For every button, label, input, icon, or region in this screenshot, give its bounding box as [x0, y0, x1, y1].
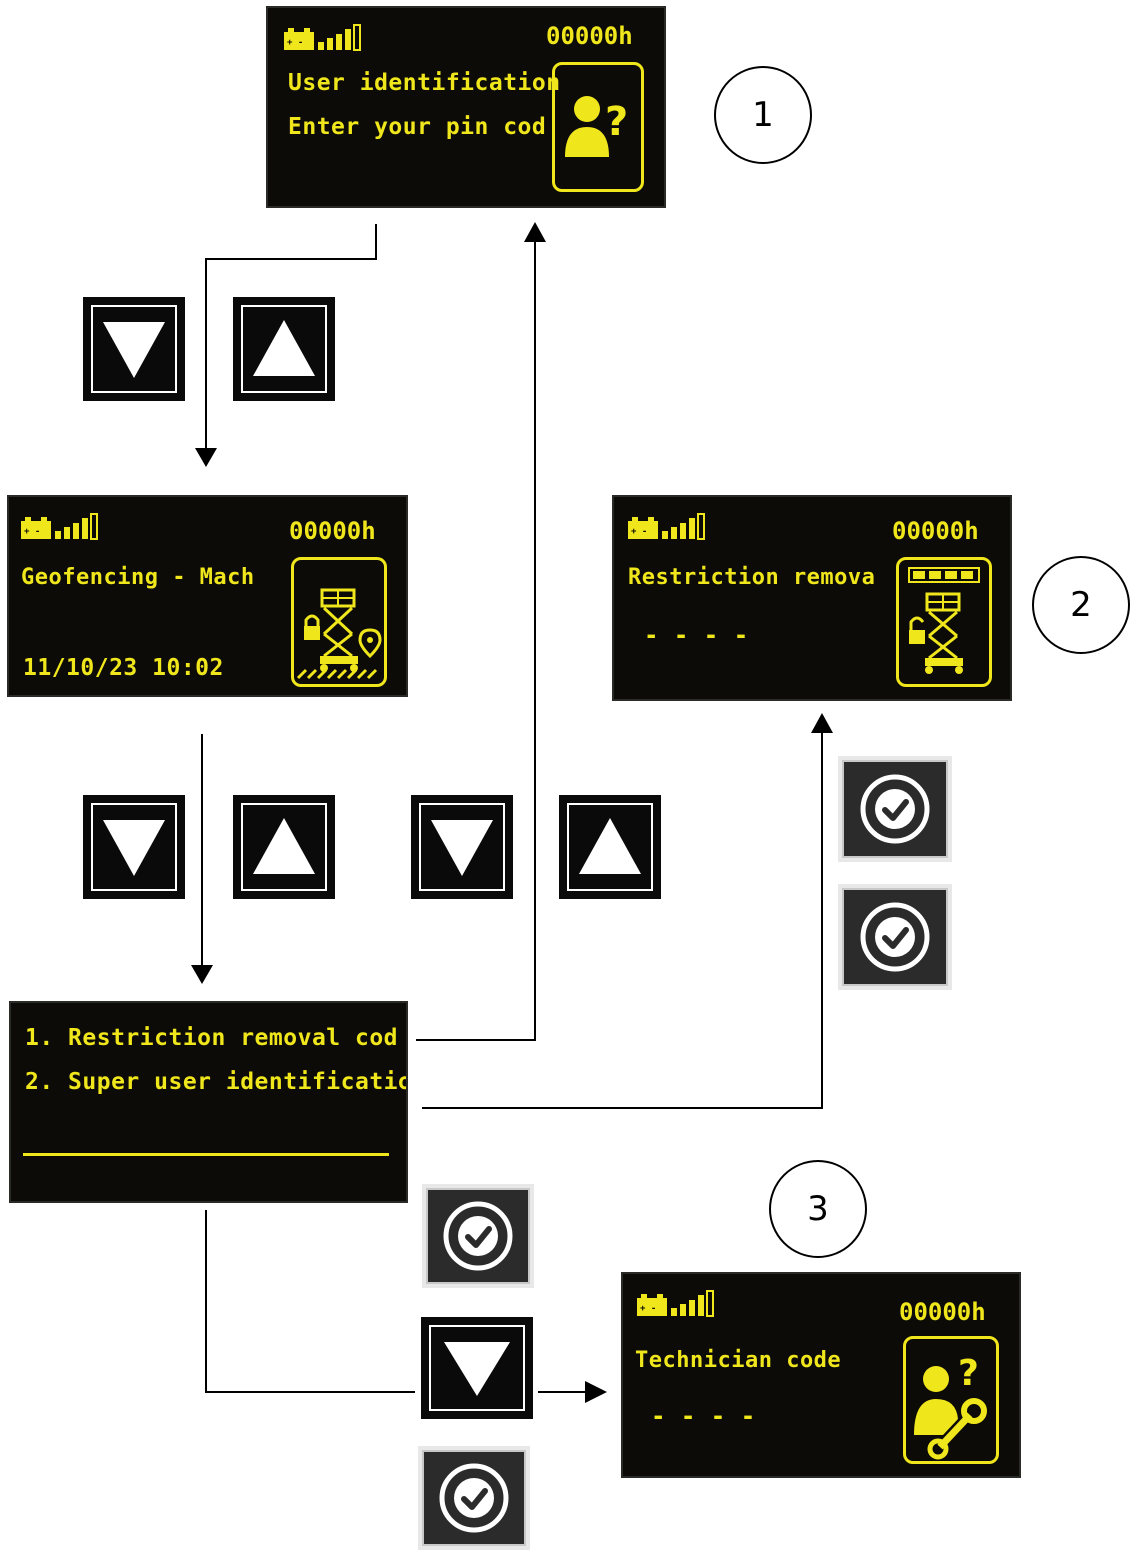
svg-text:?: ? [605, 99, 628, 145]
hour-meter: 00000h [289, 517, 376, 545]
down-arrow-button[interactable] [406, 790, 518, 904]
user-question-icon: ? [552, 62, 644, 192]
arrow-up-1 [524, 222, 546, 242]
ok-button[interactable] [418, 1446, 530, 1550]
code-entry: - - - - [644, 621, 749, 649]
up-arrow-button[interactable] [228, 790, 340, 904]
check-icon [860, 774, 930, 844]
arrow-down-2 [191, 965, 213, 984]
down-arrow-button[interactable] [78, 292, 190, 406]
hour-meter: 00000h [899, 1298, 986, 1326]
screen-line-1: User identification [288, 70, 561, 96]
hour-meter: 00000h [892, 517, 979, 545]
screen-restriction-removal: + - 00000h Restriction remova - - - - [612, 495, 1012, 701]
datetime: 11/10/23 10:02 [23, 655, 224, 681]
up-arrow-icon [579, 818, 641, 874]
battery-signal-icon: + - [21, 513, 98, 540]
battery-signal-icon: + - [637, 1290, 714, 1317]
screen-line-1: Geofencing - Mach [21, 565, 255, 590]
scissor-lift-unlock-icon [896, 557, 992, 687]
screen-line-2: Enter your pin cod [288, 114, 547, 140]
scissor-lift-geofence-icon [291, 557, 387, 687]
arrow-up-2 [811, 713, 833, 733]
down-arrow-icon [103, 820, 165, 876]
step-number-2: 2 [1032, 556, 1130, 654]
technician-wrench-icon: ? [903, 1336, 999, 1464]
svg-text:+ -: + - [287, 38, 303, 48]
down-arrow-button[interactable] [78, 790, 190, 904]
screen-menu: 1. Restriction removal cod 2. Super user… [9, 1001, 408, 1203]
arrow-right-1 [585, 1381, 607, 1403]
svg-text:?: ? [958, 1353, 979, 1394]
screen-user-identification: + - 00000h User identification Enter you… [266, 6, 666, 208]
up-arrow-button[interactable] [554, 790, 666, 904]
ok-button[interactable] [422, 1184, 534, 1288]
step-number-3: 3 [769, 1160, 867, 1258]
up-arrow-button[interactable] [228, 292, 340, 406]
screen-line-1: Restriction remova [628, 565, 876, 590]
menu-item-restriction-removal[interactable]: 1. Restriction removal cod [25, 1025, 399, 1051]
menu-item-super-user[interactable]: 2. Super user identificatio [25, 1069, 408, 1095]
down-arrow-button[interactable] [416, 1312, 538, 1424]
ok-button[interactable] [838, 756, 952, 862]
step-number-1: 1 [714, 66, 812, 164]
screen-geofencing: + - 00000h Geofencing - Mach 11/10/23 10… [7, 495, 408, 697]
hour-meter: 00000h [546, 22, 633, 50]
divider-line [23, 1153, 389, 1156]
up-arrow-icon [253, 320, 315, 376]
battery-signal-icon: + - [628, 513, 705, 540]
down-arrow-icon [444, 1342, 510, 1396]
down-arrow-icon [103, 322, 165, 378]
svg-text:+ -: + - [631, 527, 647, 537]
check-icon [860, 902, 930, 972]
down-arrow-icon [431, 820, 493, 876]
up-arrow-icon [253, 818, 315, 874]
svg-text:+ -: + - [24, 527, 40, 537]
arrow-down-1 [195, 448, 217, 467]
screen-technician-code: + - 00000h Technician code - - - - ? [621, 1272, 1021, 1478]
svg-text:+ -: + - [640, 1304, 656, 1314]
check-icon [443, 1201, 513, 1271]
ok-button[interactable] [838, 884, 952, 990]
screen-line-1: Technician code [635, 1348, 842, 1373]
check-icon [439, 1463, 509, 1533]
code-entry: - - - - [651, 1402, 756, 1430]
battery-signal-icon: + - [284, 24, 361, 51]
